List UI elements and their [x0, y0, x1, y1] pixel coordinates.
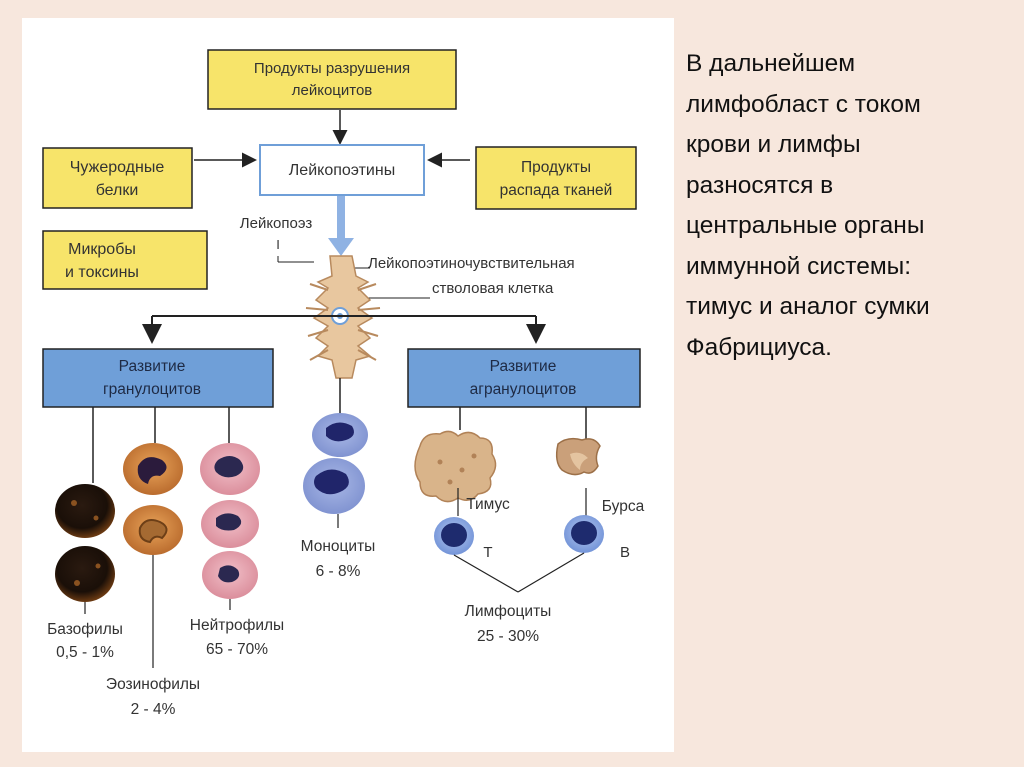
neutrophils-percent: 65 - 70% — [206, 641, 268, 658]
microbes-line2: и токсины — [65, 264, 139, 281]
monocytes-percent: 6 - 8% — [316, 563, 361, 580]
eosinophils-percent: 2 - 4% — [131, 701, 176, 718]
blue-arrow-down — [328, 196, 354, 256]
side-text-line: крови и лимфы — [686, 131, 861, 158]
leukopoiesis-label: Лейкопоэз — [240, 215, 313, 232]
side-text-line: Фабрициуса. — [686, 333, 832, 361]
thymus-organ — [414, 430, 497, 503]
b-lymphocyte — [564, 515, 604, 553]
granulocytes-line1: Развитие — [119, 358, 186, 375]
tissue-decay-box: Продукты распада тканей — [475, 146, 637, 210]
products-destruction-box: Продукты разрушения лейкоцитов — [207, 49, 457, 110]
agranulocytes-line2: агранулоцитов — [470, 381, 577, 398]
side-text-line: центральные органы — [686, 212, 925, 239]
basophils-percent: 0,5 - 1% — [56, 644, 114, 661]
b-label: B — [620, 544, 630, 561]
stem-cell-label-line2: стволовая клетка — [432, 280, 554, 297]
foreign-proteins-line1: Чужеродные — [70, 159, 165, 176]
side-text-line: разносятся в — [686, 171, 834, 199]
products-destruction-line1: Продукты разрушения — [254, 60, 410, 77]
microbes-box: Микробы и токсины — [42, 230, 208, 290]
agranulocytes-development-box: Развитие агранулоцитов — [407, 348, 641, 408]
neutrophil-cells — [200, 443, 260, 599]
granulocytes-line2: гранулоцитов — [103, 381, 201, 398]
eosinophil-cells — [123, 443, 183, 555]
side-text-line: иммунной системы: — [686, 252, 912, 280]
monocyte-cells — [303, 413, 368, 514]
side-text-line: лимфобласт с током — [686, 90, 921, 118]
eosinophils-label: Эозинофилы — [106, 676, 200, 693]
t-label: T — [483, 544, 492, 561]
t-lymphocyte — [434, 517, 474, 555]
neutrophils-label: Нейтрофилы — [190, 617, 284, 634]
side-text-line: тимус и аналог сумки — [686, 293, 930, 320]
tissue-decay-line2: распада тканей — [500, 182, 613, 199]
side-text-line: В дальнейшем — [686, 50, 856, 77]
leukopoiesis-diagram: Продукты разрушения лейкоцитов Чужеродны… — [42, 49, 645, 718]
foreign-proteins-line2: белки — [96, 182, 139, 199]
foreign-proteins-box: Чужеродные белки — [42, 147, 193, 209]
leukopoietins-box: Лейкопоэтины — [259, 144, 425, 196]
tissue-decay-line1: Продукты — [521, 159, 591, 176]
leukopoietins-label: Лейкопоэтины — [289, 162, 395, 179]
stem-cell-label-line1: Лейкопоэтиночувствительная — [368, 255, 575, 272]
leukopoiesis-roman-numeral: I — [276, 237, 280, 252]
lymphocytes-label: Лимфоциты — [465, 603, 552, 620]
basophil-cells — [55, 484, 115, 602]
monocytes-label: Моноциты — [301, 538, 376, 555]
side-text: В дальнейшем лимфобласт с током крови и … — [686, 44, 1006, 368]
bursa-label: Бурса — [602, 498, 645, 515]
bursa-organ — [555, 437, 601, 476]
diagram-panel: Продукты разрушения лейкоцитов Чужеродны… — [22, 18, 674, 752]
agranulocytes-line1: Развитие — [490, 358, 557, 375]
thymus-label: Тимус — [466, 496, 510, 513]
lymphocytes-percent: 25 - 30% — [477, 628, 539, 645]
granulocytes-development-box: Развитие гранулоцитов — [42, 348, 274, 408]
products-destruction-line2: лейкоцитов — [292, 82, 373, 99]
microbes-line1: Микробы — [68, 241, 136, 258]
basophils-label: Базофилы — [47, 621, 123, 638]
